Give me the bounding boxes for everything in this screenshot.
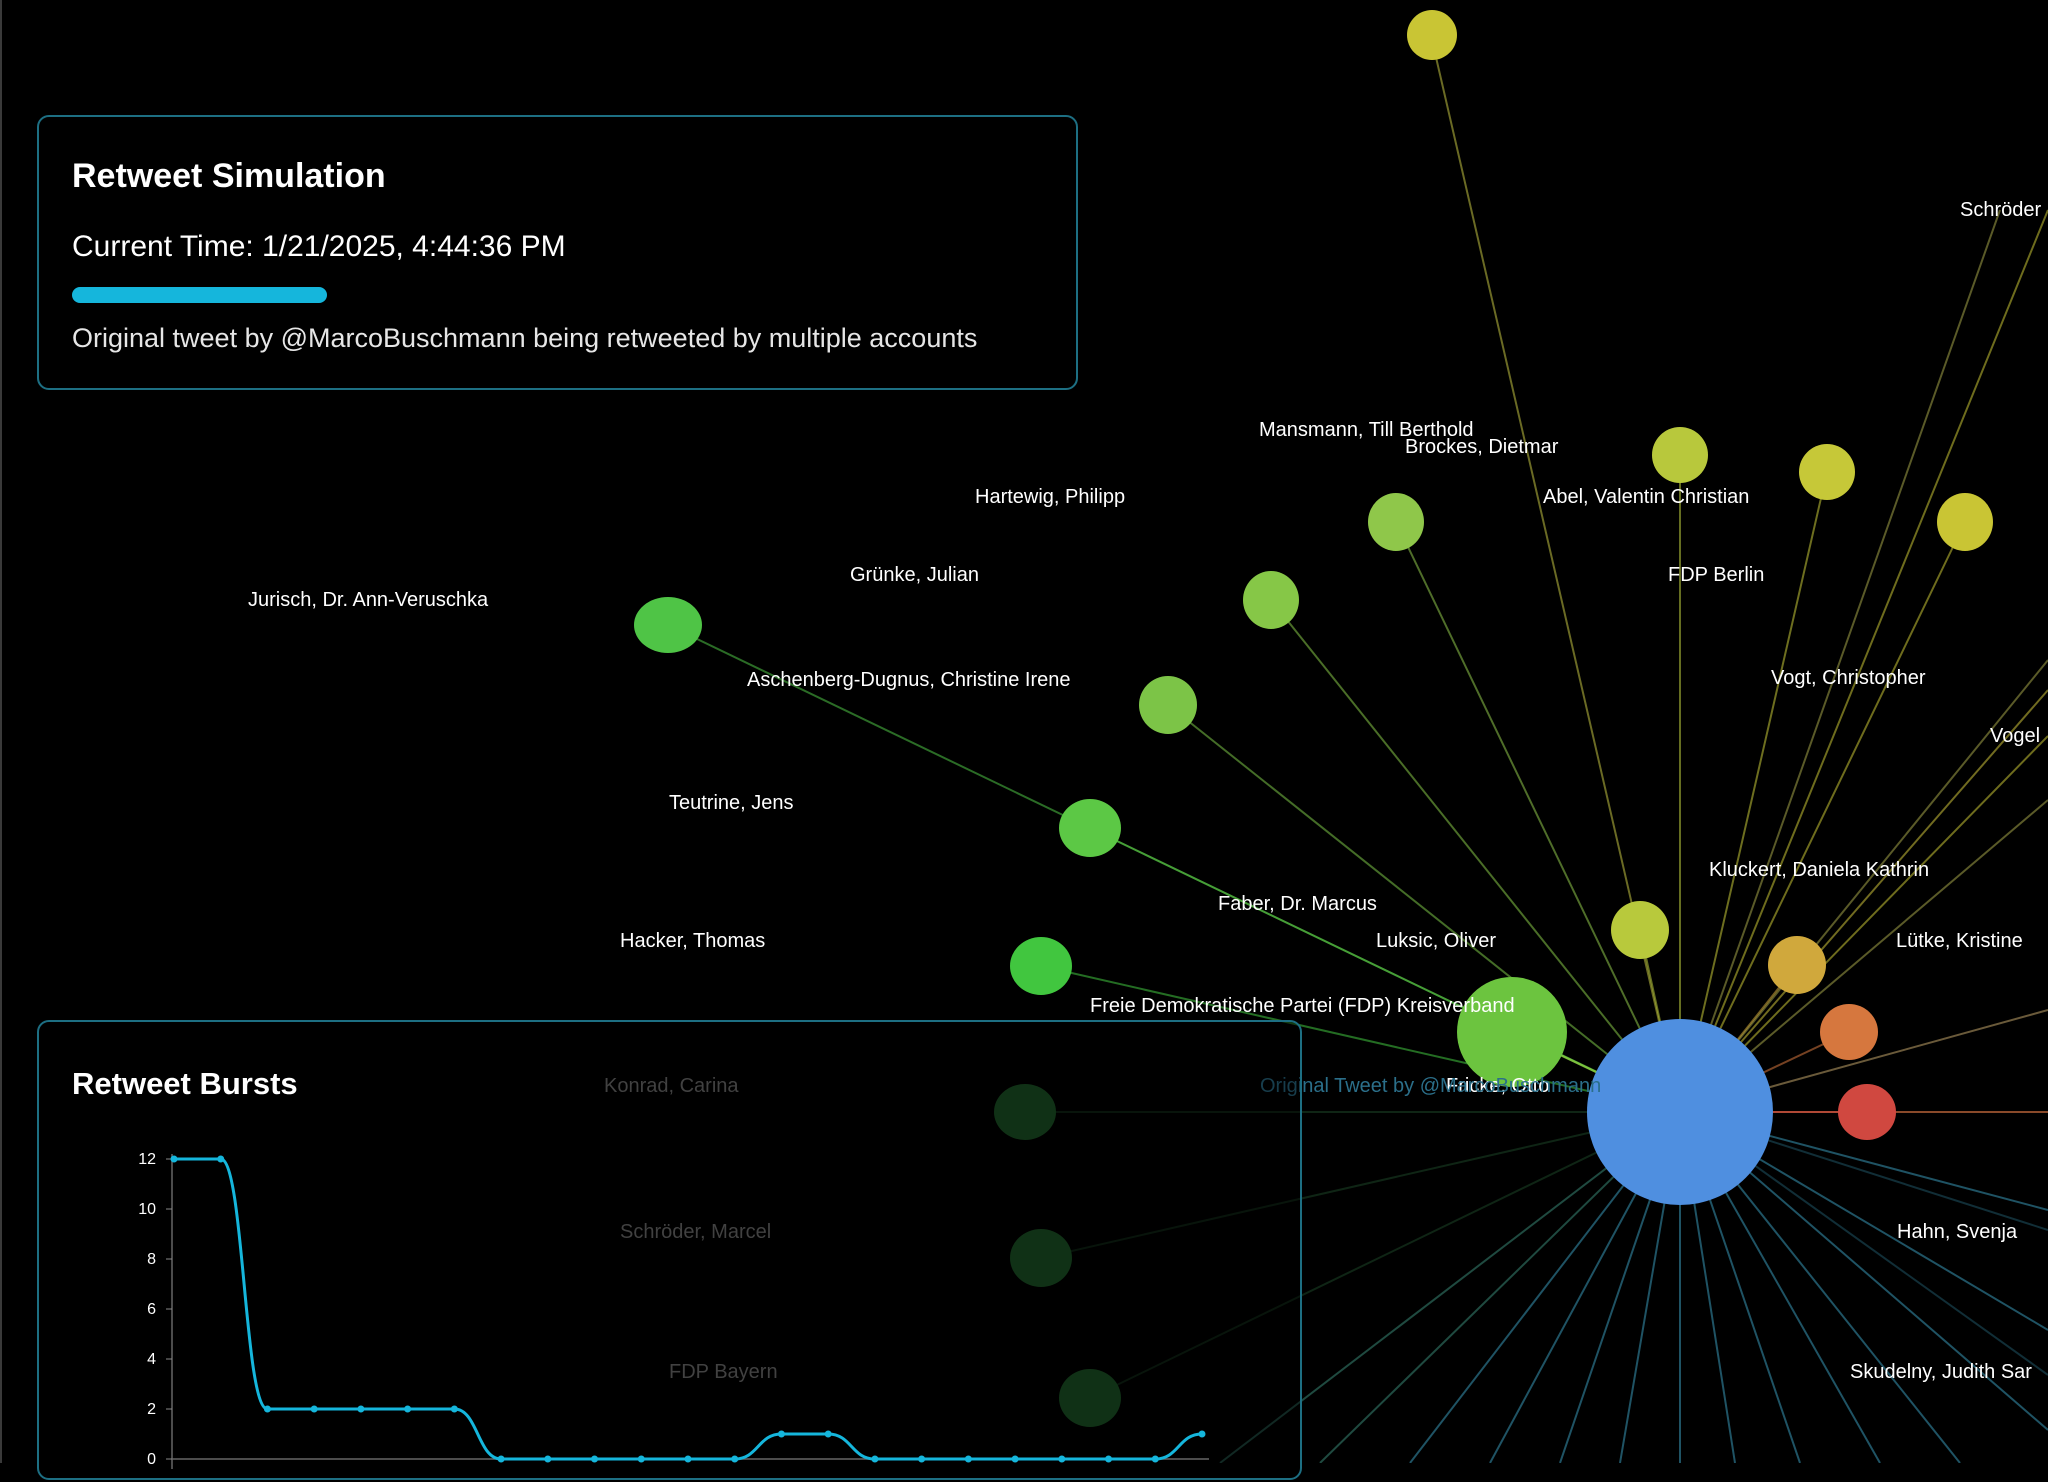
- graph-labels: Jurisch, Dr. Ann-Veruschka Hartewig, Phil…: [248, 199, 2041, 1383]
- burst-data-point[interactable]: [964, 1455, 972, 1463]
- account-node-label: Hacker, Thomas: [620, 930, 765, 952]
- y-tick-label: 4: [147, 1351, 156, 1368]
- burst-data-point[interactable]: [170, 1155, 178, 1163]
- account-node[interactable]: [634, 597, 702, 653]
- account-node-label: Mansmann, Till Berthold: [1259, 419, 1474, 441]
- burst-data-point[interactable]: [591, 1455, 599, 1463]
- burst-data-point[interactable]: [1198, 1430, 1206, 1438]
- window-left-border: [0, 0, 2, 1463]
- graph-edge: [1270, 599, 1681, 1113]
- original-tweet-label: Original Tweet by @MarcoBuschmann: [1260, 1075, 1601, 1097]
- account-node[interactable]: [1611, 901, 1669, 959]
- y-tick-label: 12: [138, 1151, 156, 1168]
- account-node-label: FDP Berlin: [1668, 564, 1764, 586]
- panel-title: Retweet Simulation: [72, 157, 386, 195]
- burst-data-point[interactable]: [310, 1405, 318, 1413]
- graph-edge: [1679, 521, 1966, 1113]
- graph-edge: [1679, 471, 1828, 1113]
- graph-nodes: [634, 427, 1993, 1427]
- account-node-label: Schröder, Marcel: [620, 1221, 771, 1243]
- account-node-label: Brockes, Dietmar: [1405, 436, 1559, 458]
- account-node[interactable]: [1768, 936, 1826, 994]
- account-node-label: Konrad, Carina: [604, 1075, 739, 1097]
- account-node[interactable]: [1937, 493, 1993, 551]
- burst-data-point[interactable]: [1151, 1455, 1159, 1463]
- account-node[interactable]: [1010, 937, 1072, 995]
- progress-bar: [72, 287, 582, 303]
- y-tick-label: 10: [138, 1201, 156, 1218]
- burst-data-point[interactable]: [684, 1455, 692, 1463]
- retweet-bursts-chart: 12 10 8 6 4 2 0: [138, 1151, 1209, 1469]
- burst-data-point[interactable]: [404, 1405, 412, 1413]
- account-node[interactable]: [1059, 799, 1121, 857]
- burst-data-point[interactable]: [263, 1405, 271, 1413]
- y-tick-label: 2: [147, 1401, 156, 1418]
- graph-edge: [1679, 209, 2048, 1113]
- retweet-bursts-panel: 12 10 8 6 4 2 0 Retweet Bursts: [37, 1020, 1302, 1480]
- account-node[interactable]: [1820, 1004, 1878, 1060]
- account-node-label: Lütke, Kristine: [1896, 930, 2023, 952]
- account-node-label: Freie Demokratische Partei (FDP) Kreisve…: [1090, 995, 1515, 1017]
- burst-data-point[interactable]: [1058, 1455, 1066, 1463]
- burst-data-point[interactable]: [1011, 1455, 1019, 1463]
- simulation-description: Original tweet by @MarcoBuschmann being …: [72, 323, 978, 353]
- top-offscreen-node[interactable]: [1407, 10, 1457, 60]
- graph-edge: [1040, 965, 1681, 1113]
- burst-data-point[interactable]: [777, 1430, 785, 1438]
- account-node-label: Grünke, Julian: [850, 564, 979, 586]
- y-tick-label: 6: [147, 1301, 156, 1318]
- account-node-label: Teutrine, Jens: [669, 792, 794, 814]
- burst-data-point[interactable]: [824, 1430, 832, 1438]
- y-tick-label: 0: [147, 1451, 156, 1468]
- account-node[interactable]: [1139, 676, 1197, 734]
- account-node[interactable]: [1652, 427, 1708, 483]
- account-node-label: FDP Bayern: [669, 1361, 778, 1383]
- graph-edge: [1679, 689, 2048, 1113]
- burst-data-point[interactable]: [357, 1405, 365, 1413]
- burst-data-point[interactable]: [217, 1155, 225, 1163]
- burst-data-point[interactable]: [450, 1405, 458, 1413]
- progress-bar-fill: [72, 287, 327, 303]
- account-node-label: Skudelny, Judith Sar: [1850, 1361, 2032, 1383]
- burst-data-point[interactable]: [1105, 1455, 1113, 1463]
- burst-data-point[interactable]: [544, 1455, 552, 1463]
- account-node[interactable]: [1368, 493, 1424, 551]
- current-time-text: Current Time: 1/21/2025, 4:44:36 PM: [72, 230, 566, 263]
- account-node-label: Faber, Dr. Marcus: [1218, 893, 1377, 915]
- account-node[interactable]: [1457, 977, 1567, 1087]
- burst-data-point[interactable]: [871, 1455, 879, 1463]
- burst-series-line: [173, 1157, 1203, 1461]
- account-node-label: Fricke, Otto: [1446, 1075, 1549, 1097]
- account-node-label: Vogt, Christopher: [1771, 667, 1926, 689]
- account-node[interactable]: [1059, 1369, 1121, 1427]
- original-tweet-node[interactable]: [1587, 1019, 1773, 1205]
- burst-data-point[interactable]: [637, 1455, 645, 1463]
- burst-data-point[interactable]: [918, 1455, 926, 1463]
- account-node-label: Jurisch, Dr. Ann-Veruschka: [248, 589, 489, 611]
- account-node-label: Kluckert, Daniela Kathrin: [1709, 859, 1929, 881]
- graph-edge: [1089, 1111, 1681, 1399]
- bursts-title: Retweet Bursts: [72, 1066, 298, 1101]
- burst-data-point[interactable]: [497, 1455, 505, 1463]
- graph-edge: [1167, 704, 1681, 1113]
- y-tick-label: 8: [147, 1251, 156, 1268]
- account-node-label: Hartewig, Philipp: [975, 486, 1125, 508]
- account-node-label: Vogel: [1990, 725, 2040, 747]
- account-node[interactable]: [1799, 444, 1855, 500]
- account-node-label: Abel, Valentin Christian: [1543, 486, 1749, 508]
- account-node-label: Luksic, Oliver: [1376, 930, 1496, 952]
- burst-data-point[interactable]: [731, 1455, 739, 1463]
- account-node[interactable]: [994, 1084, 1056, 1140]
- account-node-label: Schröder: [1960, 199, 2041, 221]
- graph-edge: [1040, 1111, 1681, 1259]
- simulation-info-panel: Retweet Simulation Current Time: 1/21/20…: [37, 115, 1078, 390]
- account-node[interactable]: [1010, 1229, 1072, 1287]
- account-node-label: Hahn, Svenja: [1897, 1221, 2018, 1243]
- account-node-label: Aschenberg-Dugnus, Christine Irene: [747, 669, 1071, 691]
- account-node[interactable]: [1838, 1084, 1896, 1140]
- account-node[interactable]: [1243, 571, 1299, 629]
- graph-edge: [1395, 521, 1681, 1113]
